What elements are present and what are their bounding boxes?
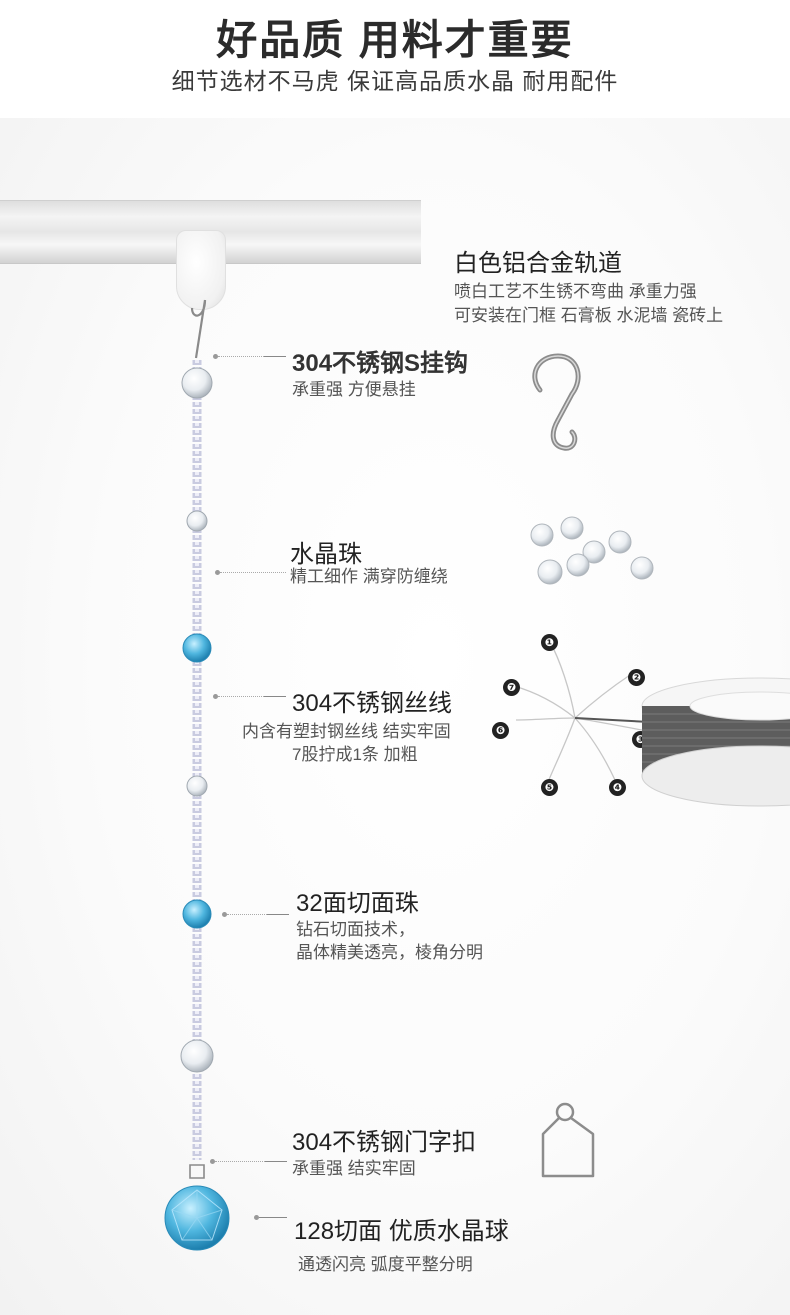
strand-badge-7: ❼ (503, 679, 520, 696)
facet-connector-dotted (227, 914, 267, 915)
s-hook-on-strand (190, 299, 207, 359)
rail-desc-2: 可安装在门框 石膏板 水泥墙 瓷砖上 (454, 306, 724, 325)
wire-spool-image (641, 677, 790, 807)
rail-glider-image (176, 230, 226, 310)
page-subtitle: 细节选材不马虎 保证高品质水晶 耐用配件 (171, 68, 619, 94)
s-hook-icon (532, 353, 581, 451)
ball-title: 128切面 优质水晶球 (294, 1218, 509, 1245)
beads-title: 水晶珠 (290, 541, 362, 568)
facet32-desc-2: 晶体精美透亮，棱角分明 (296, 943, 483, 962)
clasp-connector-dot (210, 1159, 215, 1164)
strand-badge-5: ❺ (541, 779, 558, 796)
strand-badge-2: ❷ (628, 669, 645, 686)
hook-connector-dot (213, 354, 218, 359)
clear-beads-icon (530, 516, 654, 585)
clasp-title: 304不锈钢门字扣 (292, 1129, 477, 1156)
wire-connector-line (264, 696, 286, 697)
page-title: 好品质 用料才重要 (216, 17, 574, 63)
wire-connector-dot (213, 694, 218, 699)
facet32-desc-1: 钻石切面技术， (296, 920, 415, 939)
wire-desc-1: 内含有塑封钢丝线 结实牢固 (242, 722, 451, 741)
clear-bead-2 (186, 510, 208, 532)
hook-title: 304不锈钢S挂钩 (292, 350, 469, 377)
header-banner: 好品质 用料才重要 细节选材不马虎 保证高品质水晶 耐用配件 (0, 0, 790, 118)
beads-connector-line (220, 572, 286, 573)
clear-bead-3 (186, 775, 208, 797)
clear-bead-1 (181, 367, 213, 399)
rail-title: 白色铝合金轨道 (454, 250, 622, 277)
ball-desc: 通透闪亮 弧度平整分明 (298, 1255, 473, 1274)
clasp-connector-line (265, 1161, 287, 1162)
door-clasp-icon (541, 1102, 595, 1178)
clasp-on-strand (189, 1164, 205, 1179)
ball-connector-line (259, 1217, 287, 1218)
beads-connector-dot (215, 570, 220, 575)
clasp-desc: 承重强 结实牢固 (292, 1159, 416, 1178)
wire-desc-2: 7股拧成1条 加粗 (292, 745, 418, 764)
hook-connector-line (264, 356, 286, 357)
hook-desc: 承重强 方便悬挂 (292, 380, 416, 399)
facet-connector-line (267, 914, 289, 915)
strand-badge-4: ❹ (609, 779, 626, 796)
wire-strands-icon (513, 641, 651, 783)
hook-connector-dotted (218, 356, 264, 357)
facet-connector-dot (222, 912, 227, 917)
strand-badge-6: ❻ (492, 722, 509, 739)
wire-title: 304不锈钢丝线 (292, 690, 453, 717)
strand-badge-1: ❶ (541, 634, 558, 651)
rail-desc-1: 喷白工艺不生锈不弯曲 承重力强 (454, 282, 697, 301)
wire-connector-dotted (218, 696, 264, 697)
facet32-title: 32面切面珠 (296, 890, 419, 917)
beads-desc: 精工细作 满穿防缠绕 (290, 567, 448, 586)
clasp-connector-dotted (215, 1161, 265, 1162)
clear-bead-4 (180, 1039, 214, 1073)
blue-bead-1 (182, 633, 212, 663)
ball-connector-dot (254, 1215, 259, 1220)
crystal-ball-pendant (164, 1185, 230, 1251)
blue-bead-2 (182, 899, 212, 929)
